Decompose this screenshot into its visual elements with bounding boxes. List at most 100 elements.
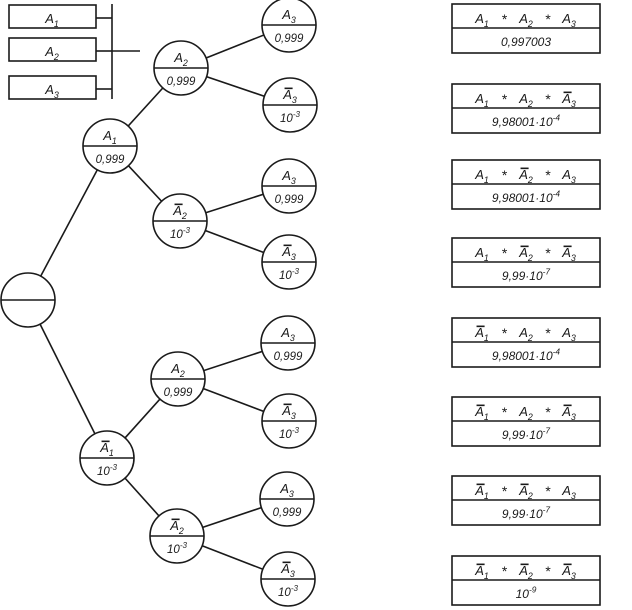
svg-text:A1: A1 <box>474 11 489 29</box>
legend-label: A3 <box>44 82 59 100</box>
tree-edges <box>27 24 291 580</box>
svg-text:A2: A2 <box>518 245 533 263</box>
node-probability: 0,999 <box>167 76 196 88</box>
node-probability: 10-3 <box>280 110 300 125</box>
svg-text:A2: A2 <box>518 404 533 422</box>
svg-text:A2: A2 <box>518 325 533 343</box>
result-term: A3 <box>561 91 576 109</box>
result-operator: * <box>501 245 507 261</box>
result-operator: * <box>501 404 507 420</box>
result-operator: * <box>545 483 551 499</box>
tree-node-level2: A2 0,999 <box>153 40 209 96</box>
result-operator: * <box>545 245 551 261</box>
node-label: A3 <box>281 7 296 25</box>
node-probability: 10-3 <box>279 426 299 441</box>
svg-text:A1: A1 <box>102 128 117 146</box>
result-term: A2 <box>518 325 533 343</box>
svg-text:A1: A1 <box>474 483 489 501</box>
result-operator: * <box>545 404 551 420</box>
svg-text:A3: A3 <box>280 325 295 343</box>
result-value: 9,99·10-7 <box>502 426 550 442</box>
node-label: A3 <box>279 481 294 499</box>
node-probability: 0,999 <box>164 387 193 399</box>
node-label: A3 <box>281 244 296 262</box>
result-box: A1*A2*A39,98001·10-4 <box>451 83 601 134</box>
svg-text:A3: A3 <box>561 91 576 109</box>
node-label: A3 <box>281 168 296 186</box>
node-probability: 0,999 <box>274 351 303 363</box>
result-operator: * <box>501 167 507 183</box>
result-operator: * <box>501 325 507 341</box>
result-term: A2 <box>518 91 533 109</box>
svg-text:A1: A1 <box>474 325 489 343</box>
result-operator: * <box>501 11 507 27</box>
result-term: A1 <box>474 245 489 263</box>
result-term: A2 <box>518 563 533 581</box>
svg-text:A3: A3 <box>44 82 59 100</box>
result-term: A1 <box>474 167 489 185</box>
tree-node-level3: A30,999 <box>261 158 317 214</box>
result-term: A3 <box>561 404 576 422</box>
result-term: A1 <box>474 404 489 422</box>
tree-edge <box>27 299 108 459</box>
result-term: A3 <box>561 245 576 263</box>
result-operator: * <box>501 483 507 499</box>
tree-node-level3: A3 10-3 <box>261 234 317 290</box>
svg-text:A3: A3 <box>280 561 295 579</box>
node-label: A1 <box>99 440 114 458</box>
tree-node-level3: A30,999 <box>261 0 317 53</box>
node-probability: 10-3 <box>167 541 187 556</box>
tree-node-level3: A3 10-3 <box>260 551 316 607</box>
tree-node-level3: A3 10-3 <box>262 77 318 133</box>
result-box: A1*A2*A39,99·10-7 <box>451 237 601 288</box>
svg-text:A3: A3 <box>561 483 576 501</box>
svg-text:A3: A3 <box>281 244 296 262</box>
result-operator: * <box>545 91 551 107</box>
svg-text:A3: A3 <box>561 404 576 422</box>
svg-text:A3: A3 <box>282 87 297 105</box>
result-boxes: A1*A2*A30,997003A1*A2*A39,98001·10-4A1*A… <box>451 3 601 606</box>
node-label: A2 <box>169 518 184 536</box>
tree-node-level3: A3 0,999 <box>260 315 316 371</box>
legend-label: A1 <box>44 11 59 29</box>
result-value: 0,997003 <box>501 35 551 49</box>
svg-text:A3: A3 <box>281 7 296 25</box>
svg-text:A3: A3 <box>561 11 576 29</box>
node-probability: 10-3 <box>279 267 299 282</box>
node-probability: 10-3 <box>97 463 117 478</box>
node-probability: 0,999 <box>273 507 302 519</box>
result-term: A2 <box>518 483 533 501</box>
svg-text:A3: A3 <box>561 325 576 343</box>
svg-text:A1: A1 <box>99 440 114 458</box>
tree-node-level1: A10,999 <box>82 118 138 174</box>
tree-root-node <box>0 272 56 328</box>
result-operator: * <box>545 167 551 183</box>
svg-text:A1: A1 <box>474 563 489 581</box>
svg-text:A3: A3 <box>561 563 576 581</box>
result-value: 9,98001·10-4 <box>492 347 561 363</box>
result-value: 9,98001·10-4 <box>492 113 561 129</box>
node-label: A2 <box>173 50 188 68</box>
node-label: A1 <box>102 128 117 146</box>
node-probability: 10-3 <box>278 584 298 599</box>
result-term: A1 <box>474 325 489 343</box>
result-box: A1*A2*A39,98001·10-4 <box>451 317 601 368</box>
node-label: A3 <box>281 403 296 421</box>
tree-nodes: A10,999A110-3A20,999A210-3A20,999A210-3A… <box>0 0 318 607</box>
result-term: A3 <box>561 325 576 343</box>
result-box: A1*A2*A39,98001·10-4 <box>451 159 601 210</box>
legend-box <box>8 4 97 29</box>
node-probability: 10-3 <box>170 226 190 241</box>
svg-text:A3: A3 <box>561 245 576 263</box>
result-value: 10-9 <box>516 585 537 601</box>
svg-text:A1: A1 <box>474 404 489 422</box>
svg-text:A2: A2 <box>518 91 533 109</box>
svg-text:A1: A1 <box>474 91 489 109</box>
svg-text:A2: A2 <box>169 518 184 536</box>
legend-label: A2 <box>44 44 59 62</box>
result-term: A3 <box>561 483 576 501</box>
result-box: A1 * A2 * A3 9,99·10-7 <box>451 475 601 526</box>
result-value: 9,99·10-7 <box>502 505 550 521</box>
